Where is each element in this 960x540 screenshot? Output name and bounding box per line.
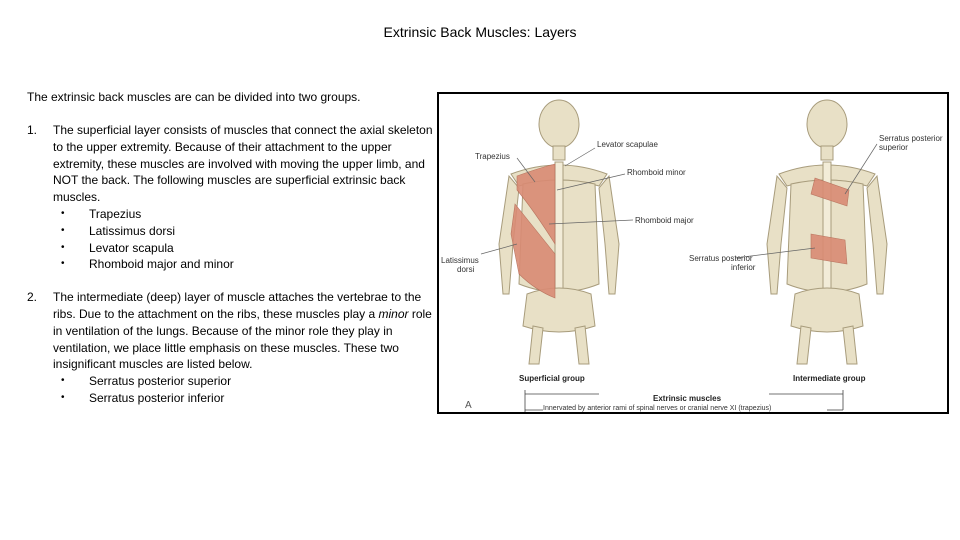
bullet-item: Trapezius [53,206,437,223]
latissimus-dorsi-label: Latissimus dorsi [441,256,479,274]
anatomy-figure: Trapezius Levator scapulae Rhomboid mino… [437,92,949,414]
bullet-item: Serratus posterior inferior [53,390,437,407]
panel-letter: A [465,400,472,411]
layer-list: 1. The superficial layer consists of mus… [27,122,437,423]
text-part: role in ventilation of the lungs. Becaus… [53,306,432,372]
label-line: Latissimus [441,256,479,265]
trapezius-label: Trapezius [475,152,510,161]
superficial-muscles [510,163,556,299]
intro-text: The extrinsic back muscles are can be di… [27,90,361,104]
text-part: The intermediate (deep) layer of muscle … [53,290,422,321]
label-line: Serratus posterior [689,254,753,263]
label-line: Serratus posterior [879,134,943,143]
emphasis-text: minor [378,306,409,321]
bullet-item: Rhomboid major and minor [53,256,437,273]
item-number: 1. [27,123,38,137]
item-number: 2. [27,290,38,305]
item-text: The superficial layer consists of muscle… [53,123,433,205]
list-item-superficial: 1. The superficial layer consists of mus… [27,122,437,273]
superficial-group-label: Superficial group [519,374,585,383]
intermediate-group-label: Intermediate group [793,374,866,383]
list-item-intermediate: 2. The intermediate (deep) layer of musc… [27,289,437,407]
rhomboid-minor-label: Rhomboid minor [627,168,686,177]
leader-lines [480,143,878,259]
superficial-muscle-list: Trapezius Latissimus dorsi Levator scapu… [53,206,437,273]
bullet-item: Levator scapula [53,240,437,257]
group-brackets [524,390,844,412]
label-line: inferior [731,263,756,272]
intermediate-muscles [810,177,850,265]
slide-title: Extrinsic Back Muscles: Layers [383,24,577,40]
intermediate-muscle-list: Serratus posterior superior Serratus pos… [53,373,437,407]
bullet-item: Serratus posterior superior [53,373,437,390]
levator-scapulae-label: Levator scapulae [597,140,658,149]
serratus-posterior-superior-label: Serratus posterior superior [879,134,943,152]
serratus-posterior-inferior-label: Serratus posterior inferior [689,254,755,272]
innervation-label: Innervated by anterior rami of spinal ne… [543,405,772,412]
extrinsic-muscles-label: Extrinsic muscles [653,394,722,403]
bullet-item: Latissimus dorsi [53,223,437,240]
rhomboid-major-label: Rhomboid major [635,216,694,225]
back-muscles-illustration [480,99,888,412]
item-text: The intermediate (deep) layer of muscle … [53,289,437,373]
intermediate-figure [766,99,888,365]
label-line: dorsi [457,265,475,274]
label-line: superior [879,143,908,152]
